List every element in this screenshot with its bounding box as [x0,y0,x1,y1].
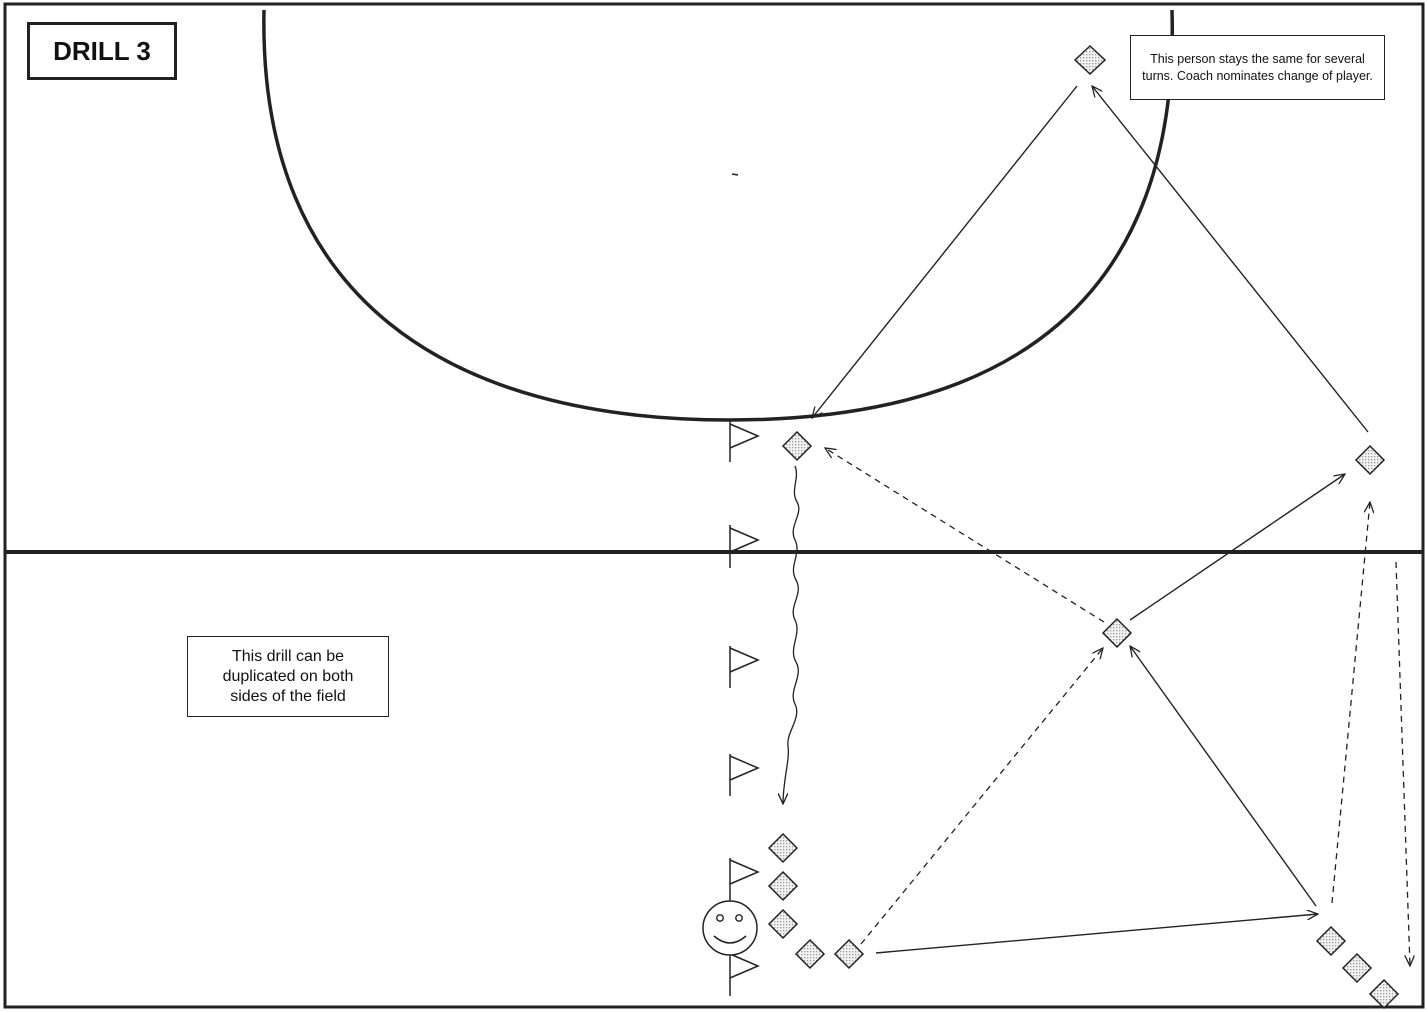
diamond-icon [781,430,813,462]
diamond-icon [1101,617,1133,649]
diamond-icon [767,908,799,940]
diamond-icon [1368,978,1400,1010]
run-arrow [860,648,1103,945]
note-player-stays: This person stays the same for several t… [1130,35,1385,100]
flag-icon [729,952,760,996]
pass-arrow [1130,646,1317,907]
pass-arrow [1092,86,1369,433]
run-arrow [1395,561,1410,966]
diamond-icon [1354,444,1386,476]
diamond-icon [767,832,799,864]
diamond-icon [767,870,799,902]
diamond-icon [1315,925,1347,957]
flag-icon [729,754,760,796]
center-mark [731,173,739,176]
diamond-icon [1341,952,1373,984]
field-border [3,2,1425,1009]
drill-title: DRILL 3 [27,22,177,80]
smiley-face-icon [702,900,758,956]
run-arrow [825,448,1105,623]
pass-arrow [1129,474,1345,621]
flag-icon [729,525,760,568]
pass-arrow [812,85,1078,418]
shooting-circle [262,9,1174,422]
note-duplicate-drill: This drill can be duplicated on both sid… [187,636,389,717]
pass-arrow [875,914,1318,954]
dribble-arrow [783,465,800,804]
diamond-icon [833,938,865,970]
diamond-icon [1073,44,1107,76]
diamond-icon [794,938,826,970]
flag-icon [729,420,760,462]
flag-icon [729,858,760,902]
run-arrow [1331,502,1370,904]
flag-icon [729,646,760,688]
